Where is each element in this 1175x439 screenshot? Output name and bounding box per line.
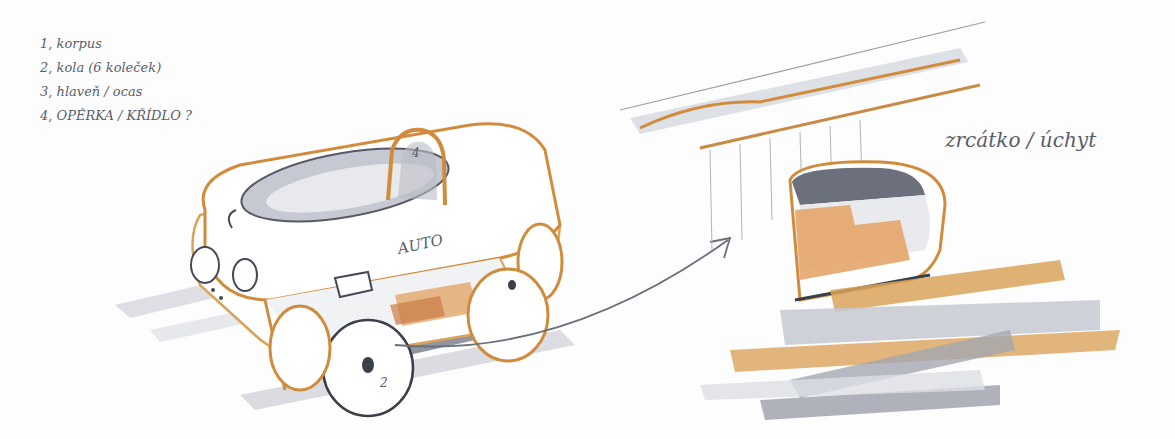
callout-number: 2: [380, 376, 388, 390]
parts-list-item: 2, kola (6 koleček): [40, 60, 161, 75]
parts-list-item: 4, OPĚRKA / KŘÍDLO ?: [40, 108, 192, 123]
detail-note: zrcátko / úchyt: [945, 128, 1096, 152]
parts-list-item: 3, hlaveň / ocas: [40, 84, 142, 99]
detail-arrow: [395, 238, 730, 347]
mirror-detail: [700, 162, 1120, 420]
car-wheels: [270, 224, 562, 416]
parts-list-item: 1, korpus: [40, 36, 102, 51]
callout-number: 4: [412, 146, 420, 160]
